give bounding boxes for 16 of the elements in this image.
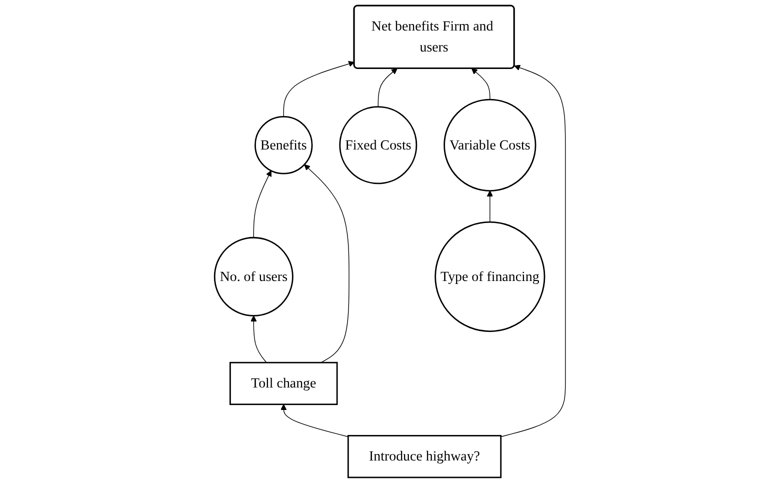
arrow [250,315,267,363]
arrow [283,60,355,118]
arrow [471,68,490,100]
node-circle: No. of users [214,236,294,316]
node-box: Toll change [229,362,338,406]
arrow [378,68,398,108]
node-circle: Type of financing [434,221,546,332]
node-circle: Fixed Costs [339,106,418,184]
node-box: Introduce highway? [347,434,502,478]
arrow [486,190,493,222]
arrow [500,64,566,438]
node-circle: Variable Costs [444,98,536,192]
arrow [253,170,272,238]
node-circle: Benefits [254,116,313,174]
arrow [304,164,350,363]
arrow [280,404,348,438]
